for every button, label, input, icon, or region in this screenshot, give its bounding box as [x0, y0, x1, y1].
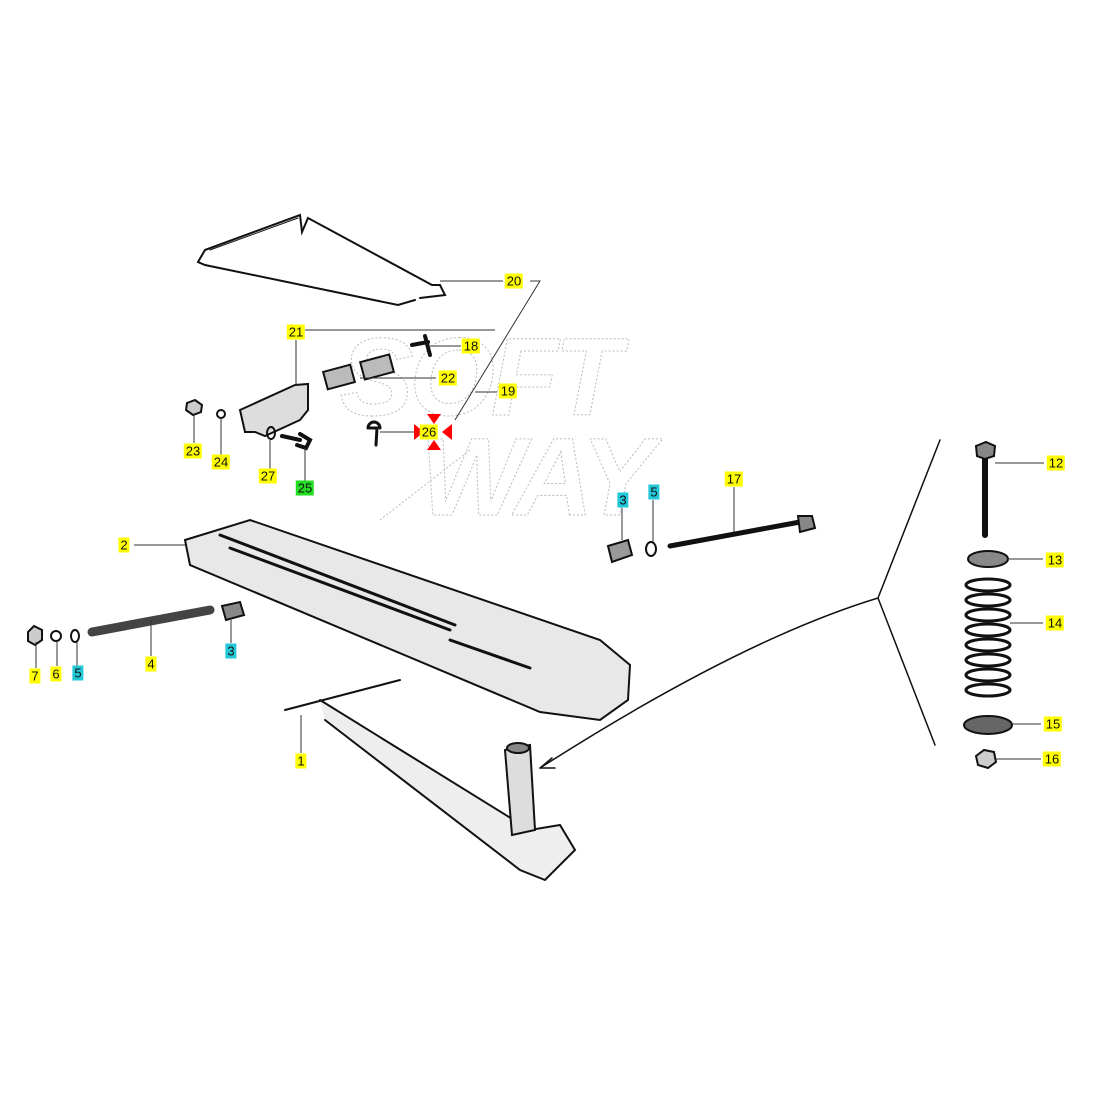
- nut-part-16: [974, 748, 998, 770]
- callout-18[interactable]: 18: [461, 338, 481, 354]
- softway-watermark: SOFT WAY: [340, 316, 668, 540]
- callout-13[interactable]: 13: [1045, 552, 1065, 568]
- callout-16[interactable]: 16: [1042, 751, 1062, 767]
- washer-part-27: [266, 426, 276, 440]
- callout-3-upper[interactable]: 3: [617, 492, 629, 508]
- callout-6[interactable]: 6: [50, 666, 62, 682]
- assembly-pointer: [539, 439, 941, 769]
- spring-part-22: [321, 353, 396, 391]
- callout-1[interactable]: 1: [295, 753, 307, 769]
- spring-cup-part-13: [967, 550, 1009, 568]
- leader-lines: [35, 280, 1044, 760]
- bushing-part-3: [606, 538, 634, 564]
- highlight-arrows: [414, 414, 452, 450]
- frame-part-2: [183, 518, 632, 722]
- callout-27[interactable]: 27: [258, 468, 278, 484]
- callout-5-lower[interactable]: 5: [72, 665, 84, 681]
- pin-part-18: [410, 334, 432, 357]
- callout-17[interactable]: 17: [724, 471, 744, 487]
- callout-24[interactable]: 24: [211, 454, 231, 470]
- callout-12[interactable]: 12: [1046, 455, 1066, 471]
- callout-2[interactable]: 2: [118, 537, 130, 553]
- washer-part-5b: [70, 629, 80, 643]
- bracket-part-21: [238, 382, 309, 438]
- svg-text:WAY: WAY: [420, 416, 663, 539]
- callout-26[interactable]: 26: [419, 424, 439, 440]
- callout-14[interactable]: 14: [1045, 615, 1065, 631]
- callout-25[interactable]: 25: [295, 480, 315, 496]
- wire-frame-part-20: [196, 213, 447, 307]
- callout-20[interactable]: 20: [504, 273, 524, 289]
- callout-3-lower[interactable]: 3: [225, 643, 237, 659]
- long-bolt-part-17: [667, 519, 803, 549]
- nut-part-7: [27, 624, 43, 647]
- callout-21[interactable]: 21: [286, 324, 306, 340]
- bushing-part-3b: [220, 600, 246, 622]
- coil-spring-part-14: [964, 577, 1012, 698]
- washer-part-24: [216, 409, 226, 419]
- nut-part-23: [184, 398, 204, 417]
- callout-5-upper[interactable]: 5: [648, 484, 660, 500]
- spring-seat-part-15: [963, 715, 1013, 735]
- lock-washer-part-6: [50, 630, 62, 642]
- callout-15[interactable]: 15: [1043, 716, 1063, 732]
- callout-19[interactable]: 19: [498, 383, 518, 399]
- callout-4[interactable]: 4: [145, 656, 157, 672]
- callout-7[interactable]: 7: [29, 668, 41, 684]
- callout-22[interactable]: 22: [438, 370, 458, 386]
- washer-part-5: [645, 541, 657, 557]
- callout-23[interactable]: 23: [183, 443, 203, 459]
- bolt-part-25: [280, 432, 313, 451]
- screw-part-26: [366, 420, 382, 447]
